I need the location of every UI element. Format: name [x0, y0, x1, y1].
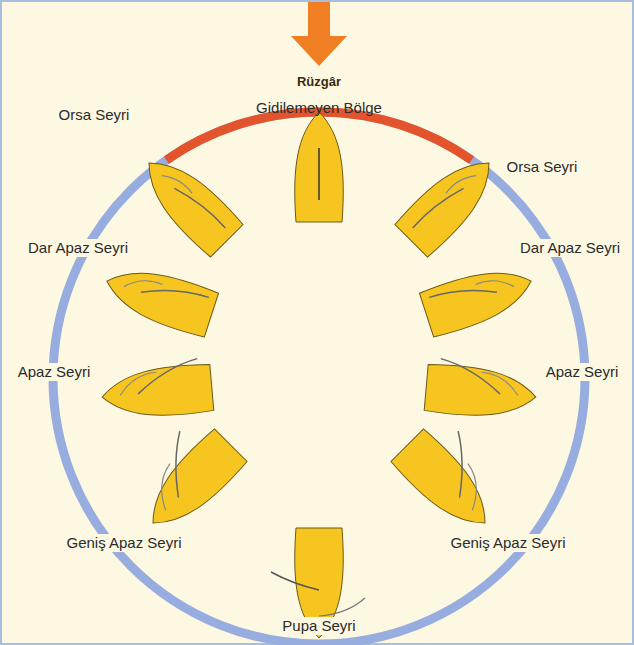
- boat: [120, 413, 247, 540]
- boat: [99, 258, 219, 338]
- course-label: Pupa Seyri: [280, 617, 357, 635]
- course-label: Orsa Seyri: [57, 106, 132, 124]
- course-label: Orsa Seyri: [505, 158, 580, 176]
- boat: [100, 358, 214, 422]
- boat: [419, 258, 539, 338]
- wind-arrow: [291, 2, 347, 66]
- course-label: Geniş Apaz Seyri: [448, 534, 567, 552]
- boat: [424, 358, 538, 422]
- boat: [295, 112, 344, 222]
- course-label: Dar Apaz Seyri: [518, 239, 622, 257]
- course-label: Geniş Apaz Seyri: [64, 534, 183, 552]
- boat: [271, 528, 365, 638]
- boat: [132, 146, 244, 258]
- course-label: Dar Apaz Seyri: [26, 239, 130, 257]
- zone-label: Gidilemeyen Bölge: [254, 99, 384, 117]
- wind-label: Rüzgâr: [295, 73, 343, 91]
- course-circle: [53, 112, 585, 644]
- course-label: Apaz Seyri: [544, 363, 621, 381]
- course-label: Apaz Seyri: [16, 363, 93, 381]
- boat: [394, 146, 506, 258]
- boat: [390, 413, 517, 540]
